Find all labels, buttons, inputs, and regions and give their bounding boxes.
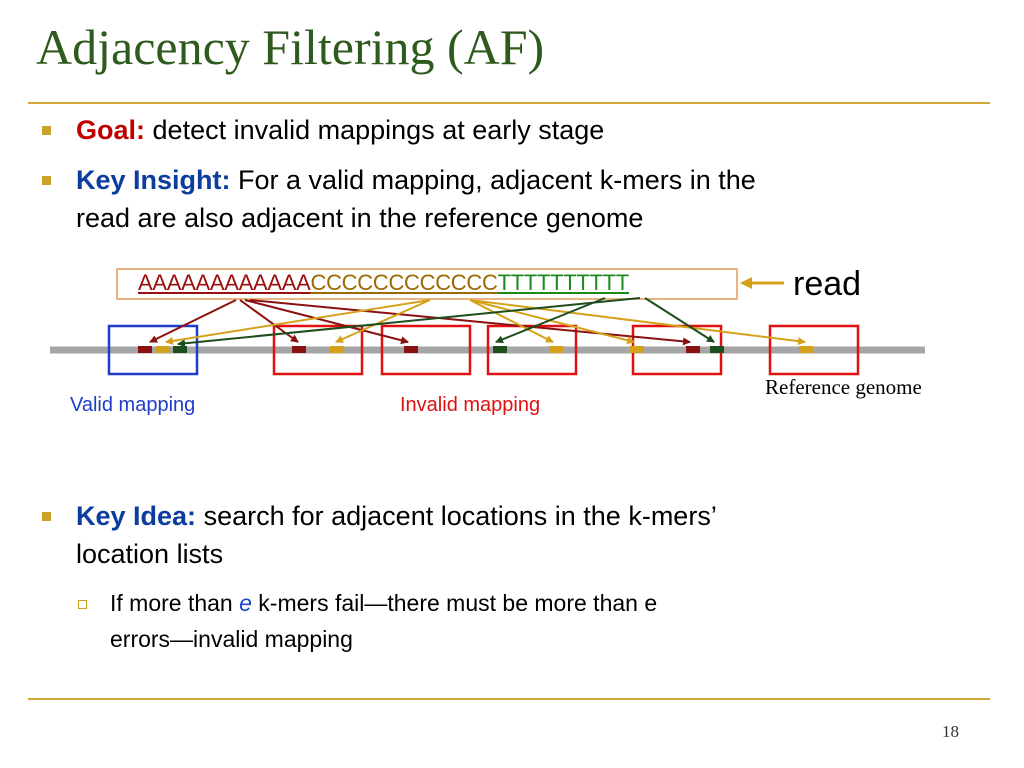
key-idea-text-line1: search for adjacent locations in the k-m… bbox=[203, 501, 717, 531]
read-label: read bbox=[793, 265, 862, 303]
bullet-marker bbox=[42, 176, 51, 185]
kmer-location-marks bbox=[138, 346, 813, 353]
key-idea-label: Key Idea: bbox=[76, 501, 197, 531]
reference-genome-label: Reference genome bbox=[765, 375, 922, 399]
bullet-marker bbox=[42, 512, 51, 521]
sub-bullet-line2: errors—invalid mapping bbox=[110, 626, 353, 652]
page-number: 18 bbox=[942, 722, 959, 741]
bullet-marker bbox=[42, 126, 51, 135]
title-divider bbox=[28, 102, 990, 104]
key-insight-bullet: Key Insight: For a valid mapping, adjace… bbox=[76, 162, 756, 198]
read-sequence: AAAAAAAAAAAACCCCCCCCCCCCTTTTTTTTTT bbox=[138, 270, 629, 296]
sub-bullet-prefix: If more than bbox=[110, 590, 240, 616]
c-kmers: CCCCCCCCCCCC bbox=[310, 270, 498, 295]
read-box bbox=[116, 268, 738, 300]
invalid-mapping-box bbox=[768, 324, 860, 376]
valid-mapping-box bbox=[107, 324, 199, 376]
footer-divider bbox=[28, 698, 990, 700]
sub-bullet-emph: e bbox=[239, 590, 252, 616]
c-kmer-arrows bbox=[165, 299, 806, 346]
key-insight-text-line2: read are also adjacent in the reference … bbox=[76, 203, 644, 233]
invalid-mapping-box bbox=[380, 324, 472, 376]
key-insight-text-line1: For a valid mapping, adjacent k-mers in … bbox=[238, 165, 756, 195]
page-title: Adjacency Filtering (AF) bbox=[36, 19, 545, 75]
t-kmer-arrows bbox=[177, 297, 715, 348]
sub-bullet-line1: If more than e k-mers fail—there must be… bbox=[110, 586, 657, 620]
key-idea-text-line2: location lists bbox=[76, 539, 224, 569]
goal-bullet: Goal: detect invalid mappings at early s… bbox=[76, 112, 604, 148]
a-kmer-arrows bbox=[149, 299, 691, 346]
goal-label: Goal: bbox=[76, 115, 146, 145]
key-insight-label: Key Insight: bbox=[76, 165, 231, 195]
t-kmers: TTTTTTTTTT bbox=[497, 270, 630, 295]
a-kmers: AAAAAAAAAAAA bbox=[138, 270, 311, 295]
invalid-mapping-box bbox=[272, 324, 364, 376]
sub-bullet-suffix: k-mers fail—there must be more than e bbox=[251, 590, 658, 616]
valid-mapping-label: Valid mapping bbox=[70, 394, 196, 416]
invalid-mapping-label: Invalid mapping bbox=[400, 394, 541, 416]
key-idea-bullet: Key Idea: search for adjacent locations … bbox=[76, 498, 717, 534]
goal-text: detect invalid mappings at early stage bbox=[152, 115, 605, 145]
sub-bullet-marker bbox=[78, 600, 87, 609]
